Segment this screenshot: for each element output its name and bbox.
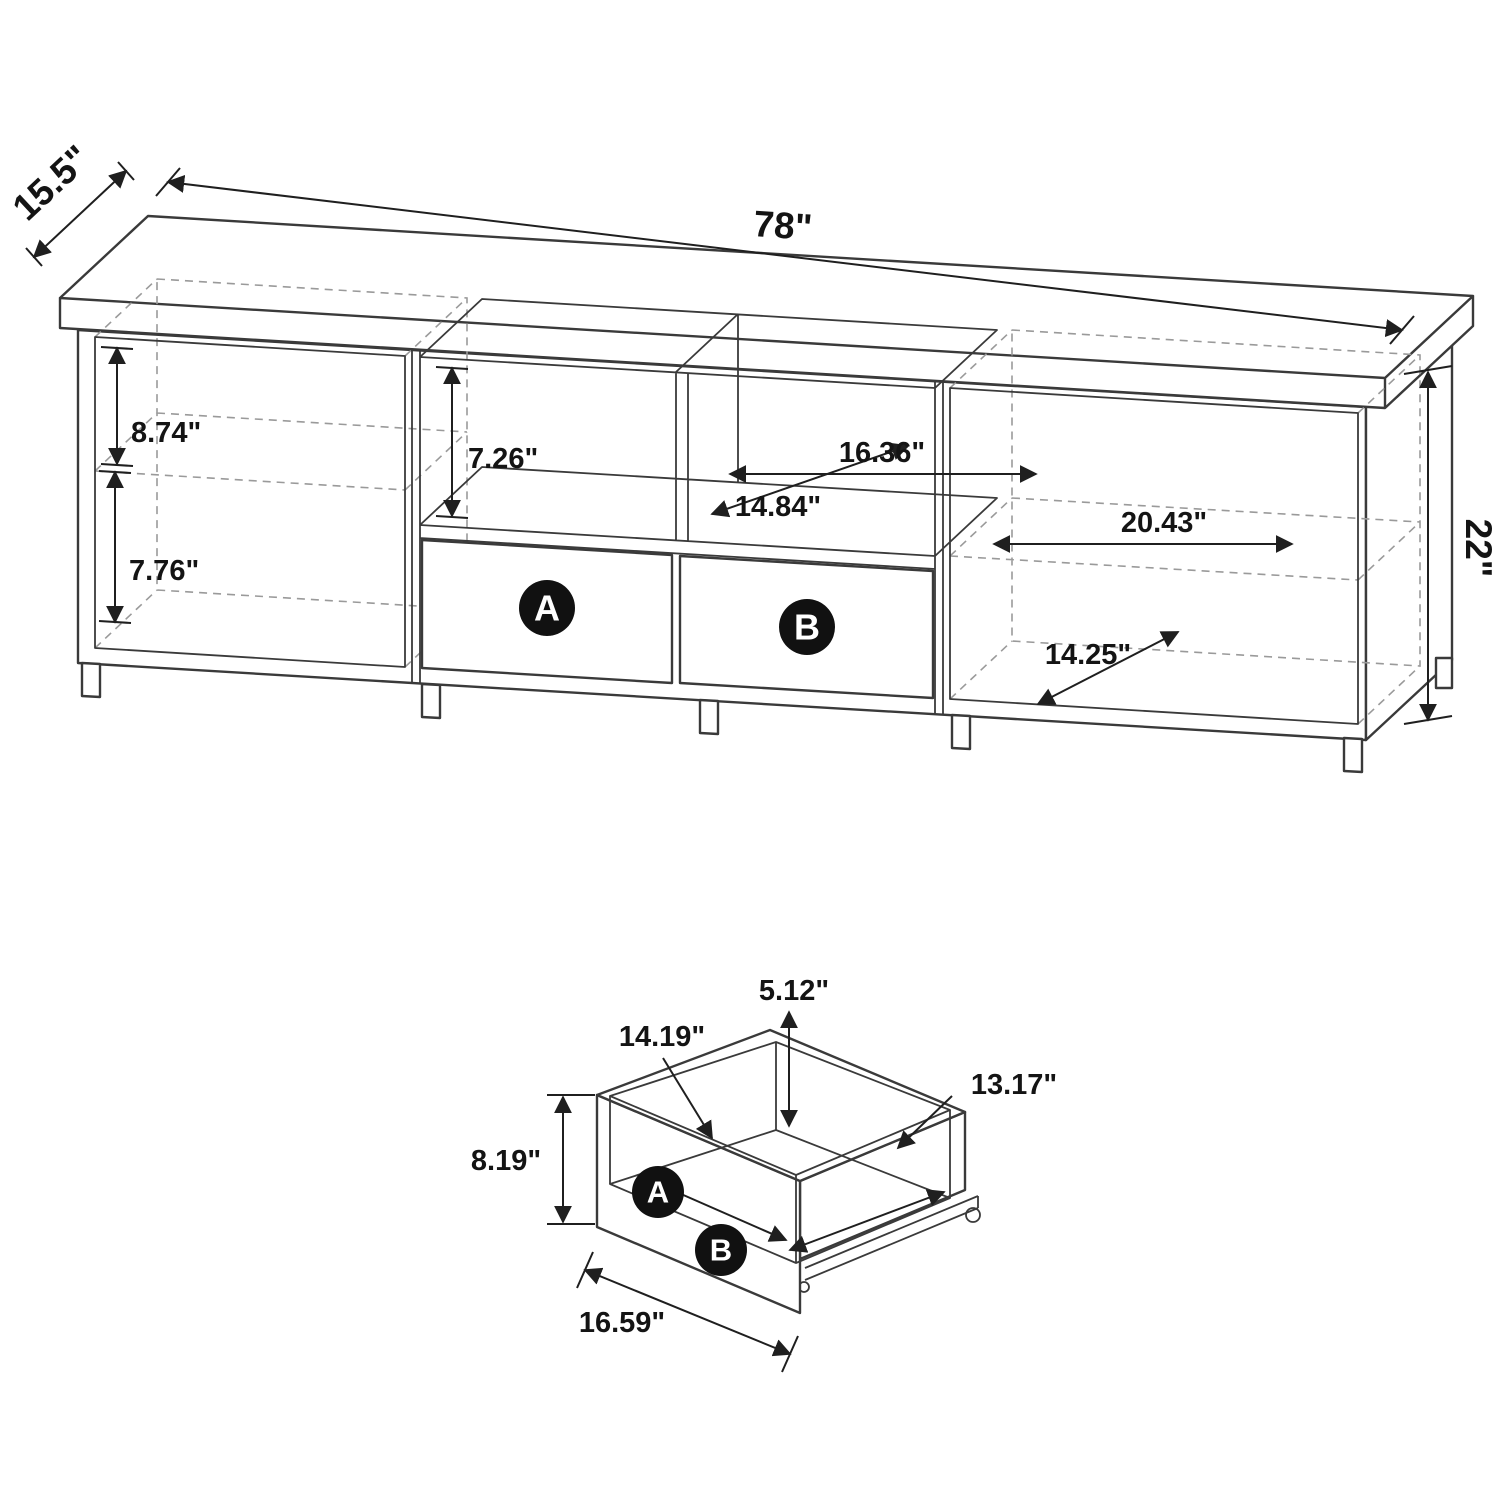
tv-center-depth-label: 14.84": [735, 491, 821, 523]
tv-center-width-label: 16.36": [839, 437, 925, 469]
drawer-dimensions: 5.12" 14.19" 13.17" 8.19" 16.59": [471, 975, 1057, 1373]
tv-left-upper-ticks: [100, 346, 134, 467]
drawer-front-height-label: 8.19": [471, 1145, 541, 1177]
drawer-front-width-label: 16.59": [579, 1307, 665, 1339]
drawer-inner-width-leader: [662, 1057, 713, 1140]
tv-height-ticks: [1403, 365, 1453, 725]
tv-height-label: 22": [1458, 519, 1499, 578]
drawer-detail-drawing: A B 5.12" 14.19" 13.17" 8.19" 16.59": [471, 975, 1057, 1373]
drawer-front-height-ticks: [547, 1094, 595, 1225]
tv-depth-label: 15.5": [5, 137, 98, 228]
drawer-front-width-arrow: [583, 1267, 792, 1357]
tv-left-upper-label: 8.74": [131, 417, 201, 449]
tv-width-arrow: [166, 174, 1404, 338]
tv-left-lower-ticks: [98, 470, 132, 624]
tv-center-height-label: 7.26": [468, 443, 538, 475]
drawer-inner-depth-label: 13.17": [971, 1069, 1057, 1101]
drawer-a-letter: A: [647, 1175, 669, 1210]
tv-stand-drawing: A B 15.5" 78" 22" 8.74" 7.76": [5, 137, 1499, 774]
drawer-interior-edges: [609, 1042, 951, 1263]
tv-feet: [80, 656, 1454, 774]
drawer-bottom-depth-arrow: [788, 1189, 946, 1253]
drawer-front-width-ticks: [576, 1251, 799, 1373]
tv-depth-arrow: [32, 169, 128, 259]
drawer-rail-wheel: [965, 1207, 981, 1223]
tv-width-ticks: [155, 167, 1415, 345]
drawer-a-badge: [632, 1166, 684, 1218]
tv-drawer-a-badge: [519, 580, 575, 636]
tv-right-depth-label: 14.25": [1045, 639, 1131, 671]
drawer-inner-width-label: 14.19": [619, 1021, 705, 1053]
tv-drawer-b-badge: [779, 599, 835, 655]
tv-left-lower-label: 7.76": [129, 555, 199, 587]
drawer-b-badge: [695, 1224, 747, 1276]
tv-drawer-a-letter: A: [534, 588, 560, 629]
tv-width-label: 78": [752, 203, 813, 248]
drawer-inner-height-label: 5.12": [759, 975, 829, 1007]
drawer-b-letter: B: [710, 1233, 732, 1268]
tv-drawer-b-letter: B: [794, 607, 820, 648]
tv-right-width-label: 20.43": [1121, 507, 1207, 539]
tv-right-depth-arrow: [1036, 631, 1180, 705]
tv-center-height-ticks: [435, 366, 469, 519]
tv-depth-ticks: [25, 161, 135, 267]
drawer-inner-depth-leader: [896, 1095, 953, 1150]
